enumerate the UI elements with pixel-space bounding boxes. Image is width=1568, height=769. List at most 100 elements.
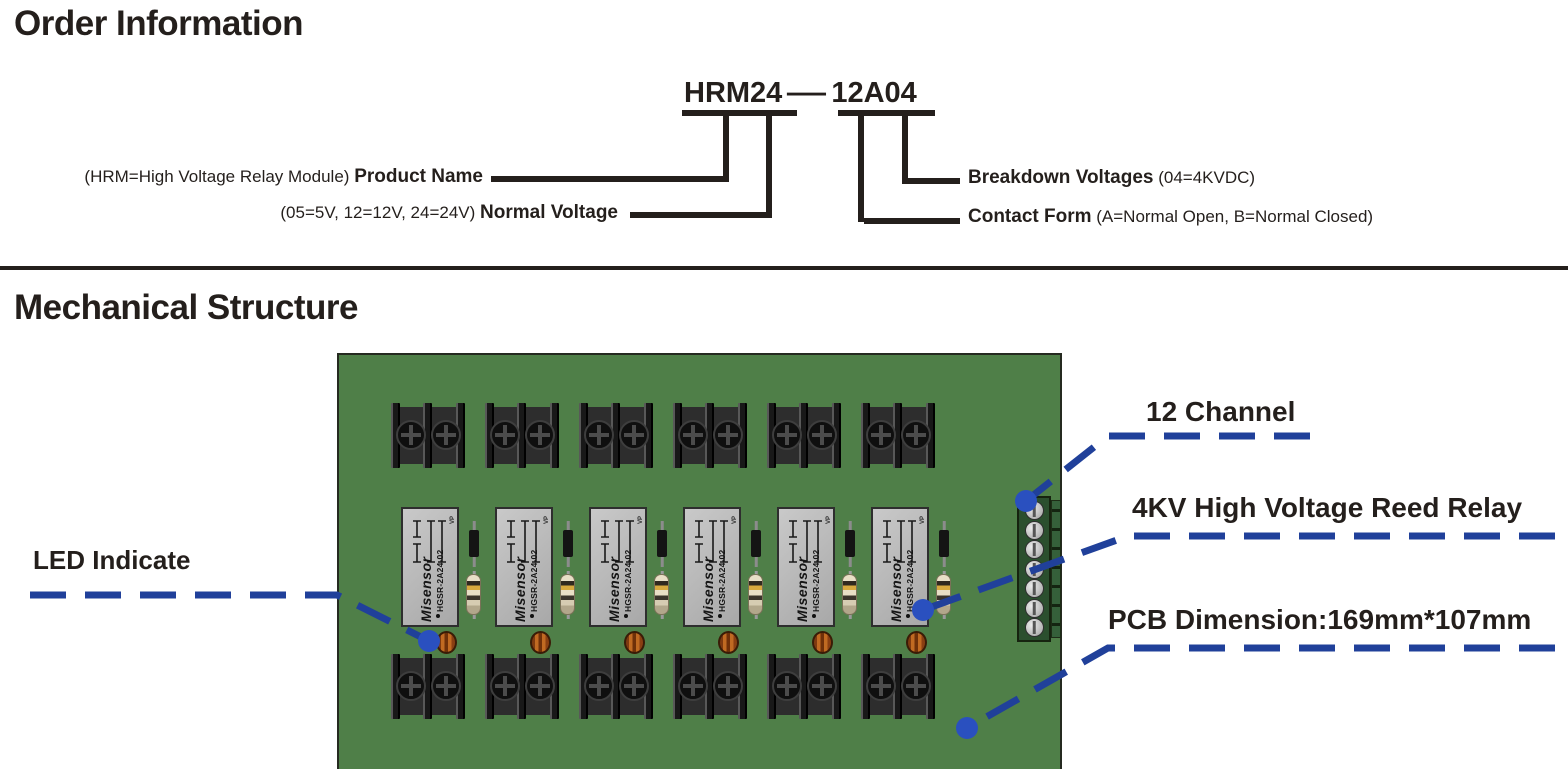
terminal-block [767,654,841,719]
relay-model: HGSR-2A24-02 [529,549,540,612]
led-row [436,631,927,654]
terminal-screw-icon [807,671,837,701]
terminal-screw-icon [678,671,708,701]
tick-breakdown-voltage [902,110,908,184]
led-indicator [624,631,645,654]
connector-screw-icon [1024,618,1044,637]
terminal-screw-icon [772,671,802,701]
relay-label: Misensor HGSR-2A24-02 [880,520,924,622]
terminal-block [767,403,841,468]
relay-schematic-icon [413,520,446,563]
terminal-screw-icon [525,671,555,701]
led-indicator [530,631,551,654]
diode [653,521,671,567]
resistor [465,571,483,619]
resistor [935,571,953,619]
terminal-screw-icon [901,420,931,450]
relay-discrete-parts [841,521,859,619]
terminal-screw-icon [490,671,520,701]
resistor [841,571,859,619]
terminal-block [391,654,465,719]
reed-relay-module: Misensor HGSR-2A24-02 VP [683,507,741,627]
leader-contact-form [864,218,960,224]
relay-polarity-dot [624,614,628,618]
terminal-screw-icon [490,420,520,450]
relay-label: Misensor HGSR-2A24-02 [692,520,736,622]
part-number-suffix: 12A04 [831,77,917,109]
relay-discrete-parts [747,521,765,619]
connector-screw-icon [1024,598,1044,618]
diode [747,521,765,567]
tick-contact-form [858,110,864,222]
relay-label: Misensor HGSR-2A24-02 [410,520,454,622]
relay-corner-mark: VP [449,515,456,525]
terminal-screw-icon [431,420,461,450]
relay-discrete-parts [559,521,577,619]
terminal-block [861,403,935,468]
terminal-screw-icon [619,671,649,701]
callout-label-pcb-dimension: PCB Dimension:169mm*107mm [1108,604,1532,635]
relay-polarity-dot [906,614,910,618]
diode [465,521,483,567]
relay-unit: Misensor HGSR-2A24-02 VP [589,505,683,631]
top-terminal-row [391,403,935,468]
terminal-screw-icon [584,671,614,701]
terminal-screw-icon [713,420,743,450]
callout-label-reed-relay: 4KV High Voltage Reed Relay [1132,492,1523,523]
terminal-screw-icon [525,420,555,450]
relay-schematic-icon [507,520,540,563]
terminal-block [673,654,747,719]
relay-discrete-parts [935,521,953,619]
connector-screw-icon [1024,501,1044,520]
terminal-block [485,403,559,468]
relay-corner-mark: VP [637,515,644,525]
relay-polarity-dot [812,614,816,618]
terminal-screw-icon [807,420,837,450]
relay-corner-mark: VP [543,515,550,525]
label-name: Breakdown Voltages [968,167,1154,188]
diode [935,521,953,567]
connector-screw-icon [1024,559,1044,579]
label-paren: (A=Normal Open, B=Normal Closed) [1096,207,1374,226]
terminal-screw-icon [431,671,461,701]
terminal-screw-icon [619,420,649,450]
mechanical-structure-heading: Mechanical Structure [14,288,359,327]
reed-relay-module: Misensor HGSR-2A24-02 VP [495,507,553,627]
relay-model: HGSR-2A24-02 [905,549,916,612]
resistor [559,571,577,619]
relay-brand: Misensor [794,556,811,622]
connector-pin-strip [1051,500,1061,638]
label-contact-form: Contact Form (A=Normal Open, B=Normal Cl… [968,206,1373,228]
terminal-block [861,654,935,719]
underline-prefix [682,110,797,116]
part-number: HRM24 — 12A04 [684,77,917,110]
terminal-screw-icon [866,671,896,701]
relay-label: Misensor HGSR-2A24-02 [598,520,642,622]
pcb-board: Misensor HGSR-2A24-02 VP [337,353,1062,769]
relay-discrete-parts [465,521,483,619]
relay-brand: Misensor [606,556,623,622]
relay-polarity-dot [530,614,534,618]
terminal-screw-icon [678,420,708,450]
label-paren: (HRM=High Voltage Relay Module) [84,167,350,186]
diode [559,521,577,567]
relay-schematic-icon [883,520,916,563]
led-indicator [718,631,739,654]
label-name: Normal Voltage [480,202,618,223]
connector-screw-icon [1024,520,1044,540]
terminal-screw-icon [713,671,743,701]
tick-normal-voltage [766,110,772,218]
relay-schematic-icon [601,520,634,563]
connector-screw-icon [1024,540,1044,559]
label-normal-voltage: (05=5V, 12=12V, 24=24V) Normal Voltage [0,202,618,224]
label-breakdown-voltages: Breakdown Voltages (04=4KVDC) [968,167,1255,189]
terminal-block [579,654,653,719]
relay-corner-mark: VP [919,515,926,525]
relay-schematic-icon [695,520,728,563]
led-indicator [906,631,927,654]
terminal-block [579,403,653,468]
leader-normal-voltage [630,212,772,218]
diode [841,521,859,567]
terminal-screw-icon [396,671,426,701]
